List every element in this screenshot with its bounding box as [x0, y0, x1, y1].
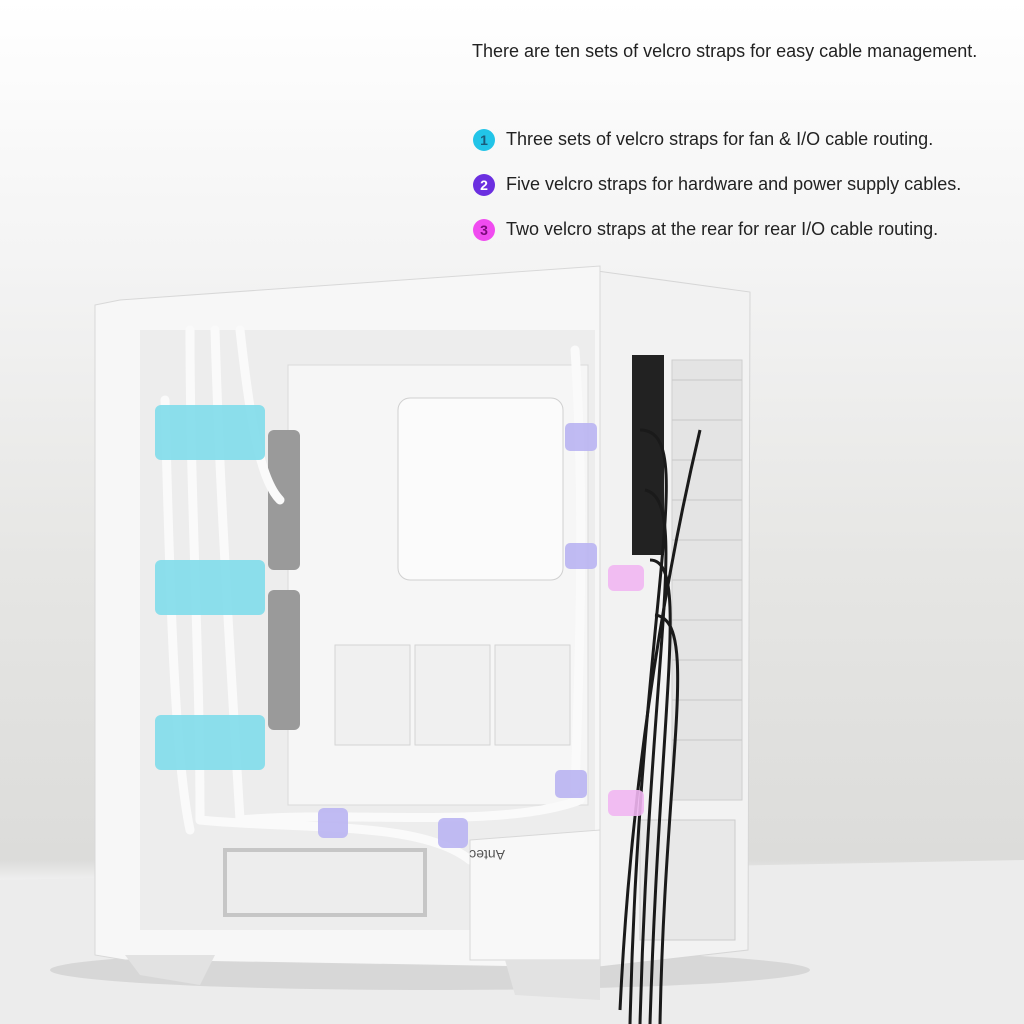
number-badge-3: 3	[473, 218, 495, 241]
purple-strap	[555, 770, 587, 798]
magenta-strap	[608, 790, 644, 816]
feature-list: 1 Three sets of velcro straps for fan & …	[473, 117, 961, 252]
cyan-strap	[155, 560, 265, 615]
magenta-strap	[608, 565, 644, 591]
feature-item-3: 3 Two velcro straps at the rear for rear…	[473, 207, 961, 252]
cyan-strap-group	[155, 405, 265, 770]
drive-bay-1	[334, 644, 411, 746]
rear-io-shield	[632, 355, 664, 555]
cyan-strap	[155, 715, 265, 770]
feature-item-2: 2 Five velcro straps for hardware and po…	[473, 162, 961, 207]
number-badge-2: 2	[473, 173, 495, 196]
feature-item-1: 1 Three sets of velcro straps for fan & …	[473, 117, 961, 162]
purple-strap	[565, 423, 597, 451]
feature-text-2: Five velcro straps for hardware and powe…	[506, 174, 962, 194]
hdd-cage	[223, 848, 427, 917]
drive-bay-2	[414, 644, 491, 746]
cpu-cutout	[397, 397, 564, 581]
number-badge-1: 1	[473, 128, 495, 151]
cyan-strap	[155, 405, 265, 460]
feature-text-1: Three sets of velcro straps for fan & I/…	[506, 129, 934, 149]
purple-strap-group	[318, 423, 597, 848]
magenta-strap-group	[608, 565, 644, 816]
feature-text-3: Two velcro straps at the rear for rear I…	[506, 219, 939, 239]
headline: There are ten sets of velcro straps for …	[472, 41, 978, 61]
brand-logo: Antec	[469, 847, 505, 863]
drive-bay-3	[494, 644, 571, 746]
purple-strap	[565, 543, 597, 569]
purple-strap	[318, 808, 348, 838]
purple-strap	[438, 818, 468, 848]
